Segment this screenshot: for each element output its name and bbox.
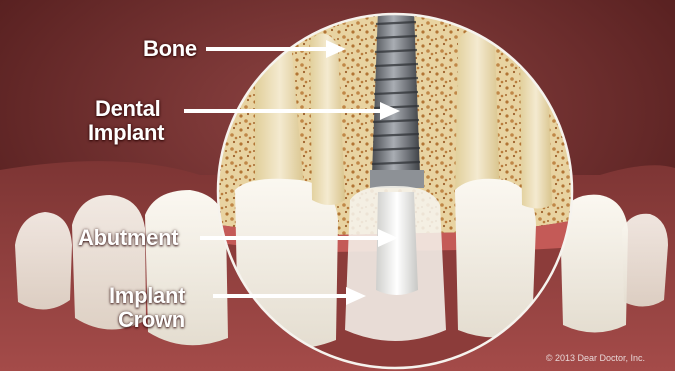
label-implant-crown-line1: Implant: [109, 285, 185, 307]
label-implant-crown-line2: Crown: [118, 309, 185, 331]
label-abutment: Abutment: [78, 227, 178, 249]
label-dental-implant-line2: Implant: [88, 122, 164, 144]
label-bone: Bone: [143, 38, 197, 60]
copyright-notice: © 2013 Dear Doctor, Inc.: [546, 353, 645, 363]
implant-screw: [370, 10, 424, 188]
label-dental-implant-line1: Dental: [95, 98, 160, 120]
